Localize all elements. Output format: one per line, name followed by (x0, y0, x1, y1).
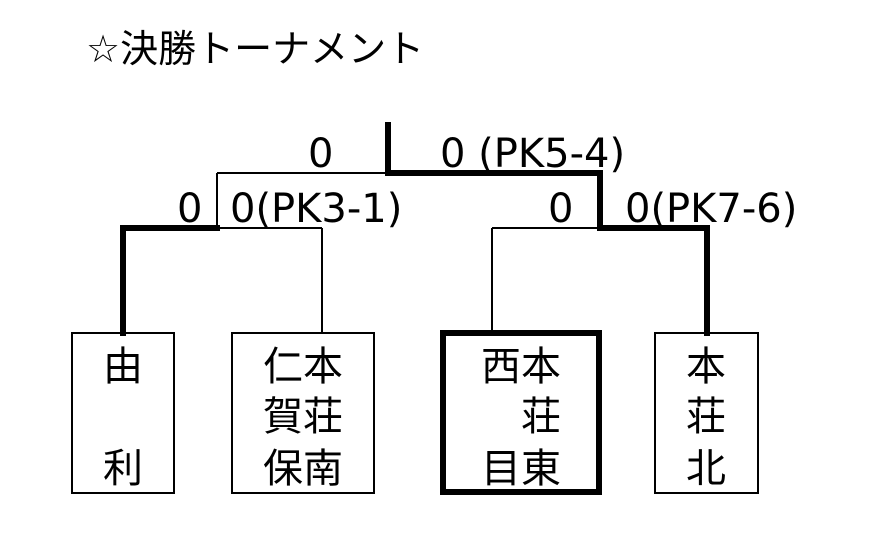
team-3-line-1: 西本 (481, 344, 561, 390)
score-semi1-left: 0 (177, 186, 202, 232)
team-box-3: 西本 荘 目東 (440, 330, 602, 495)
team-3-line-3: 目東 (481, 446, 561, 492)
team-box-4: 本 荘 北 (654, 332, 759, 494)
bracket-thin-lines (216, 172, 600, 333)
score-semi2-left: 0 (548, 186, 573, 232)
page-title: ☆決勝トーナメント (86, 27, 424, 71)
score-final-right: 0 (PK5-4) (440, 131, 625, 177)
team-4-line-1: 本 (686, 344, 726, 390)
team-1-line-3: 利 (103, 446, 143, 492)
score-semi1-right: 0(PK3-1) (230, 186, 402, 232)
team-box-2: 仁本 賀荘 保南 (231, 332, 375, 494)
team-3-line-2: 荘 (481, 394, 561, 440)
bracket-thick-lines (120, 122, 710, 336)
team-4-line-2: 荘 (686, 394, 726, 440)
team-4-line-3: 北 (686, 446, 726, 492)
team-box-frame (654, 332, 759, 494)
score-semi2-right: 0(PK7-6) (625, 186, 797, 232)
team-box-frame (231, 332, 375, 494)
team-2-line-2: 賀荘 (263, 394, 343, 440)
team-box-1: 由 利 (71, 332, 175, 494)
team-box-frame (71, 332, 175, 494)
team-1-line-1: 由 (103, 344, 143, 390)
score-final-left: 0 (308, 131, 333, 177)
team-2-line-3: 保南 (263, 446, 343, 492)
team-2-line-1: 仁本 (263, 344, 343, 390)
team-box-frame-champion (440, 330, 602, 495)
